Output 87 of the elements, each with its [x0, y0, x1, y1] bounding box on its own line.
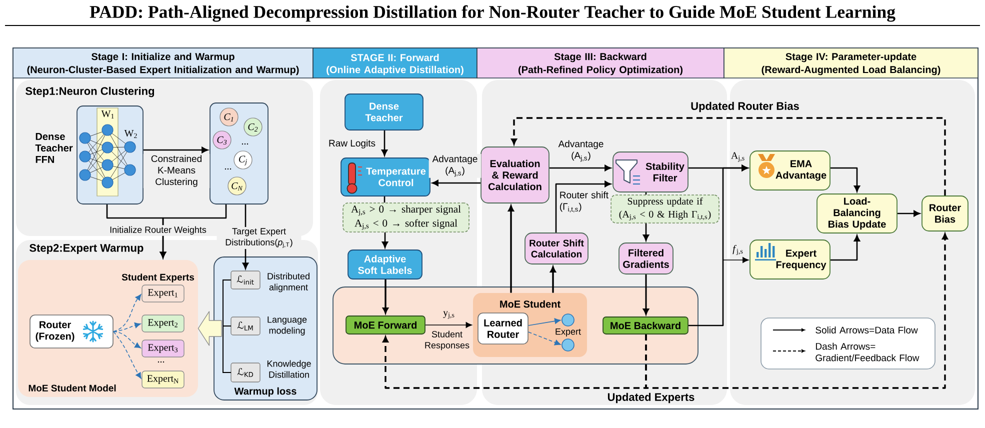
connector-line [645, 192, 647, 195]
dashed-arrow [113, 331, 141, 348]
stage-header: Stage III: Backward (Path-Refined Policy Optimization) [476, 48, 724, 78]
process-box: MoE Backward [602, 316, 688, 334]
process-box: MoE Forward [346, 316, 426, 334]
arrow [528, 318, 561, 326]
arrow [425, 322, 472, 328]
panel-heading: Step1:Neuron Clustering [26, 86, 154, 98]
annotation: Expert [556, 328, 581, 337]
arrow [508, 205, 514, 293]
process-box: Evaluation & Reward Calculation [480, 146, 550, 204]
expert-circle [562, 314, 574, 326]
title: PADD: Path-Aligned Decompression Distillation for Non-Router Teacher to Guide MoE Student Learning [90, 5, 896, 22]
process-box: Adaptive Soft Labels [348, 250, 422, 280]
process-box: EMA Advantage [750, 150, 830, 190]
dashed-arrow [113, 294, 142, 332]
edge-label: y$_{j,s}$ [442, 310, 456, 320]
block-arrow [198, 311, 222, 346]
edge-label: Target Expert Distributions(p$_{j,T}$) [216, 226, 302, 250]
connector-line [384, 196, 386, 203]
router-box: Router (Frozen) [30, 314, 114, 348]
stage-header: Stage I: Initialize and Warmup (Neuron-Cluster-Based Expert Initialization and Warmup) [12, 48, 314, 78]
arrow [830, 167, 860, 192]
edge-label: Advantage (A$_{j,s}$) [428, 154, 482, 178]
edge-label: Constrained K-Means Clustering [143, 154, 210, 188]
annotation: Student Responses [425, 330, 470, 350]
dashed-arrow [382, 334, 647, 389]
edge-label: Updated Router Bias [689, 100, 801, 114]
dashed-arrow [113, 322, 141, 332]
process-box: Router Bias [922, 196, 968, 232]
stage-header: Stage IV: Parameter-update (Reward-Augmented Load Balancing) [724, 48, 978, 78]
dashed-arrow [528, 332, 561, 346]
loss-description: Distributed alignment [268, 272, 310, 292]
expert-box: Expert$_{3}$ [142, 340, 184, 358]
loss-description: Knowledge Distillation [267, 360, 311, 378]
arrow [643, 274, 649, 315]
edge-label: Advantage (A$_{j,s}$) [554, 139, 608, 163]
ellipsis: ... [158, 361, 164, 363]
loss-description: Language modeling [268, 316, 307, 336]
edge-label: Updated Experts [606, 392, 696, 404]
arrow [382, 279, 388, 314]
note-box: Suppress update if (A$_{j,s}$ < 0 & High Γ$_{i,t,s}$) [610, 194, 720, 224]
group-heading: Student Experts [122, 274, 194, 282]
dashed-arrow [645, 233, 948, 389]
edge-label: Router shift (Γ$_{i,t,s}$) [558, 190, 611, 214]
loss-box: ℒ$_{init}$ [230, 270, 260, 290]
arrow [382, 232, 388, 248]
arrow [550, 266, 556, 293]
process-box: Router Shift Calculation [524, 232, 588, 264]
legend-text: Dash Arrows= Gradient/Feedback Flow [816, 342, 920, 362]
panel-caption: MoE Student Model [28, 384, 116, 392]
edge-label: Initialize Router Weights [108, 225, 208, 236]
expert-circle [562, 338, 574, 352]
arrow [688, 257, 749, 326]
note-box: A$_{j,s}$ > 0 → sharper signal A$_{j,s}$ < 0 → softer signal [342, 202, 470, 232]
expert-box: Expert$_{N}$ [142, 370, 184, 388]
panel-caption: Warmup loss [234, 387, 296, 397]
arrow [549, 164, 611, 172]
dashed-arrow [511, 117, 946, 196]
process-box: Dense Teacher [344, 94, 424, 130]
weight-label: W$_{2}$ [124, 130, 137, 138]
arrow [830, 235, 860, 261]
arrow [555, 180, 611, 233]
arrow [143, 146, 208, 154]
edge-label: A$_{j,s}$ [730, 151, 746, 163]
router-box: Learned Router [478, 312, 528, 344]
arrow [432, 180, 481, 186]
panel-heading: Step2:Expert Warmup [30, 244, 144, 254]
ellipsis: ... [224, 168, 232, 170]
legend-text: Solid Arrows=Data Flow [816, 326, 918, 334]
arrow [381, 130, 388, 156]
ellipsis: ... [242, 143, 248, 145]
process-box: Expert Frequency [750, 240, 830, 280]
process-box: Temperature Control [340, 158, 430, 196]
arrow [897, 210, 920, 217]
stage-header: STAGE II: Forward (Online Adaptive Distillation) [312, 48, 478, 78]
node-label: Dense Teacher FFN [35, 133, 73, 163]
arrow [642, 223, 650, 241]
expert-box: Expert$_{2}$ [142, 314, 184, 332]
process-box: Filtered Gradients [618, 242, 674, 274]
arrow [160, 204, 227, 258]
loss-box: ℒ$_{LM}$ [230, 316, 260, 336]
weight-label: W$_{1}$ [101, 110, 114, 119]
loss-box: ℒ$_{KD}$ [230, 362, 260, 382]
expert-box: Expert$_{1}$ [142, 284, 184, 302]
dashed-arrow [113, 331, 142, 379]
process-box: Load-Balancing Bias Update [816, 194, 898, 234]
